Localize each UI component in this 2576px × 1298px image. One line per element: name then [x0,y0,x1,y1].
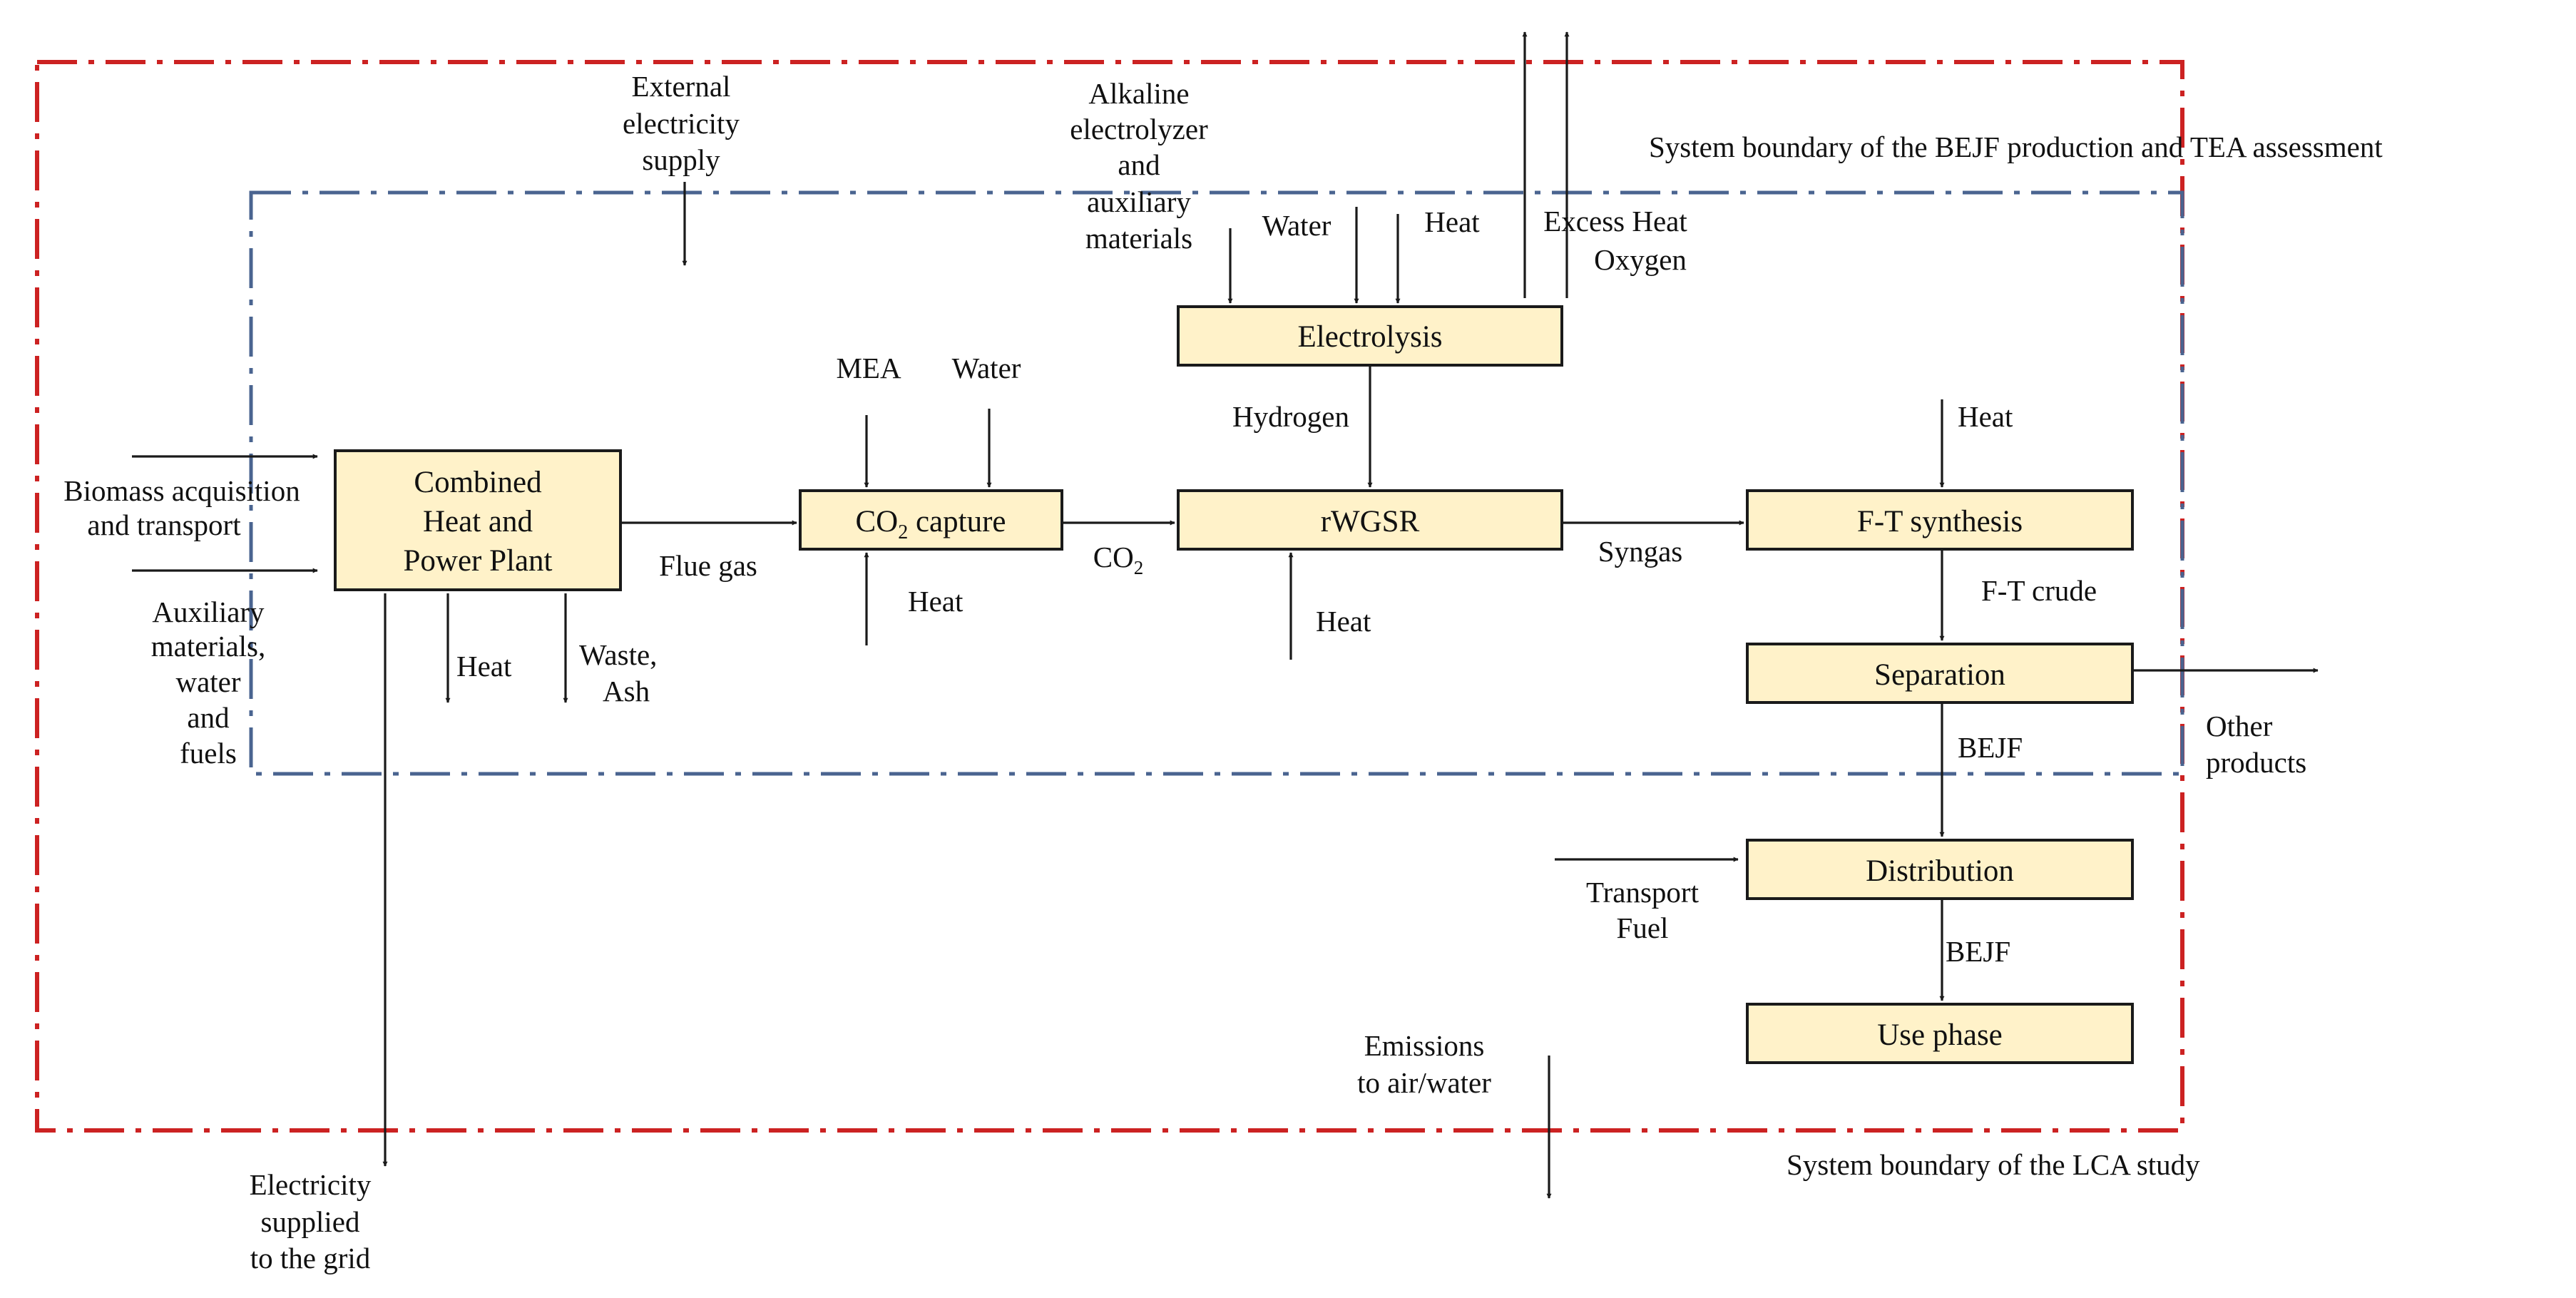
biomass-label-line-2: and transport [87,509,241,541]
mea-label: MEA [836,352,901,384]
tea-boundary [249,190,2184,776]
electricity-grid-label-line-3: to the grid [250,1242,371,1274]
chp-label-line-3: Power Plant [403,544,552,578]
biomass-label-line-1: Biomass acquisition [63,474,300,507]
chp-label-line-1: Combined [414,466,541,499]
excess-heat-label: Excess Heat [1543,205,1687,237]
oxygen-label: Oxygen [1594,243,1687,276]
bejf-label-1: BEJF [1958,731,2023,764]
ft-crude-label: F-T crude [1981,574,2097,607]
distribution-box: Distribution [1746,839,2134,900]
auxiliary-label-line-5: fuels [180,737,237,770]
ft-heat-label: Heat [1958,400,2013,433]
auxiliary-label-line-1: Auxiliary [152,596,265,628]
transport-fuel-label-line-2: Fuel [1617,911,1669,944]
external-electricity-label-line-3: supply [642,143,720,176]
auxiliary-label-line-2: materials, [151,630,266,663]
flue-gas-label: Flue gas [659,549,757,582]
alkaline-label-line-2: electrolyzer [1070,113,1208,145]
chp-box: Combined Heat and Power Plant [334,449,622,591]
electrolysis-heat-label: Heat [1424,205,1480,238]
electrolysis-water-label: Water [1262,209,1332,242]
auxiliary-label-line-4: and [187,701,229,734]
external-electricity-label-line-2: electricity [623,107,740,140]
alkaline-label-line-4: auxiliary [1087,185,1191,218]
electrolysis-box: Electrolysis [1177,305,1563,367]
lca-boundary-label: System boundary of the LCA study [1787,1148,2200,1181]
auxiliary-label-line-3: water [175,665,240,698]
distribution-label: Distribution [1866,854,2014,888]
electrolysis-label: Electrolysis [1297,320,1442,354]
tea-boundary-label: System boundary of the BEJF production a… [1649,131,2383,163]
emissions-label-line-2: to air/water [1357,1066,1491,1099]
co2-label: CO2 [1093,541,1143,578]
separation-label: Separation [1874,658,2005,692]
capture-water-label: Water [952,352,1021,384]
transport-fuel-label-line-1: Transport [1586,876,1700,909]
other-products-label-line-1: Other [2206,710,2273,742]
rwgsr-label: rWGSR [1321,505,1420,538]
electricity-grid-label-line-1: Electricity [250,1168,372,1201]
hydrogen-label: Hydrogen [1232,400,1349,433]
external-electricity-label-line-1: External [632,70,731,103]
alkaline-label-line-3: and [1118,148,1160,181]
ft-synthesis-label: F-T synthesis [1857,505,2023,538]
co2-capture-label: CO2 capture [855,505,1006,543]
other-products-label-line-2: products [2206,746,2306,779]
flow-labels: Biomass acquisition and transport Auxili… [63,70,2306,1274]
waste-ash-label-line-1: Waste, [579,638,657,671]
chp-label-line-2: Heat and [423,505,533,538]
waste-ash-label-line-2: Ash [603,675,650,707]
chp-heat-label: Heat [456,650,512,683]
electricity-grid-label-line-2: supplied [261,1205,360,1238]
syngas-label: Syngas [1598,535,1682,568]
separation-box: Separation [1746,643,2134,704]
emissions-label-line-1: Emissions [1364,1029,1485,1062]
bejf-label-2: BEJF [1946,935,2010,968]
use-phase-box: Use phase [1746,1003,2134,1064]
use-phase-label: Use phase [1877,1018,2003,1052]
rwgsr-box: rWGSR [1177,489,1563,551]
co2-capture-box: CO2 capture [799,489,1063,551]
capture-heat-label: Heat [908,585,964,618]
ft-synthesis-box: F-T synthesis [1746,489,2134,551]
flow-arrows [132,31,2319,1199]
alkaline-label-line-1: Alkaline [1088,77,1189,110]
rwgsr-heat-label: Heat [1316,605,1371,638]
alkaline-label-line-5: materials [1085,222,1192,255]
